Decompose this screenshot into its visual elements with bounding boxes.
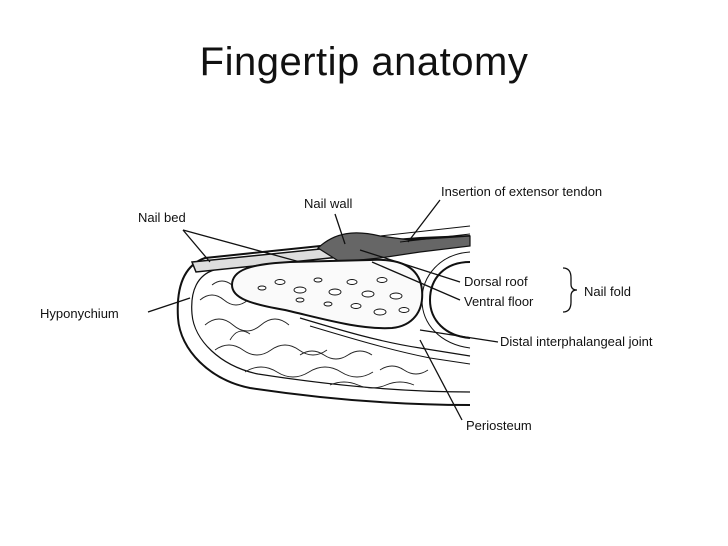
pulp-texture	[199, 280, 429, 389]
label-dorsal-roof: Dorsal roof	[464, 274, 528, 289]
label-nail-fold: Nail fold	[584, 284, 631, 299]
nail-fold-brace	[562, 267, 578, 313]
extensor-tendon	[379, 225, 471, 243]
label-insertion-extensor-tendon: Insertion of extensor tendon	[441, 184, 602, 199]
middle-phalanx-head	[428, 261, 471, 339]
label-ventral-floor: Ventral floor	[464, 294, 534, 309]
label-periosteum: Periosteum	[466, 418, 532, 433]
label-nail-bed: Nail bed	[138, 210, 186, 225]
volar-layer	[299, 317, 471, 357]
slide-title: Fingertip anatomy	[199, 40, 529, 84]
leader-lines	[147, 199, 499, 421]
label-nail-wall: Nail wall	[304, 196, 353, 211]
joint-capsule	[421, 251, 471, 349]
skin-inner-outline	[191, 269, 471, 393]
skin-outline	[176, 235, 471, 406]
bone-trabeculae	[257, 277, 410, 316]
label-hyponychium: Hyponychium	[40, 306, 119, 321]
label-dip-joint: Distal interphalangeal joint	[500, 334, 653, 349]
volar-layer-2	[309, 325, 471, 365]
nail-wall-tissue	[317, 232, 471, 263]
